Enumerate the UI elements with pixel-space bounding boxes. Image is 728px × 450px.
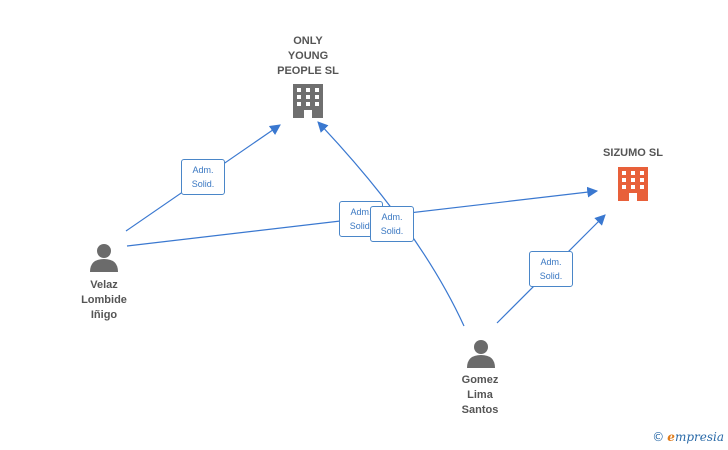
relation-label: Adm. Solid.: [529, 251, 573, 287]
company-name-sizumo[interactable]: SIZUMO SL: [603, 147, 663, 159]
person-icon[interactable]: [467, 340, 495, 368]
brand-initial: e: [667, 430, 675, 444]
person-name-velaz[interactable]: Velaz Lombide Iñigo: [81, 279, 127, 321]
brand-name: mpresia: [674, 430, 724, 444]
relation-label: Adm. Solid.: [370, 206, 414, 242]
copyright-symbol: ©: [652, 430, 665, 444]
relation-label: Adm. Solid.: [181, 159, 225, 195]
empresia-watermark: ©empresia: [652, 430, 724, 444]
company-name-only-young[interactable]: ONLY YOUNG PEOPLE SL: [277, 35, 339, 77]
building-icon[interactable]: [618, 167, 648, 201]
person-name-gomez[interactable]: Gomez Lima Santos: [461, 374, 499, 416]
building-icon[interactable]: [293, 84, 323, 118]
person-icon[interactable]: [90, 244, 118, 272]
